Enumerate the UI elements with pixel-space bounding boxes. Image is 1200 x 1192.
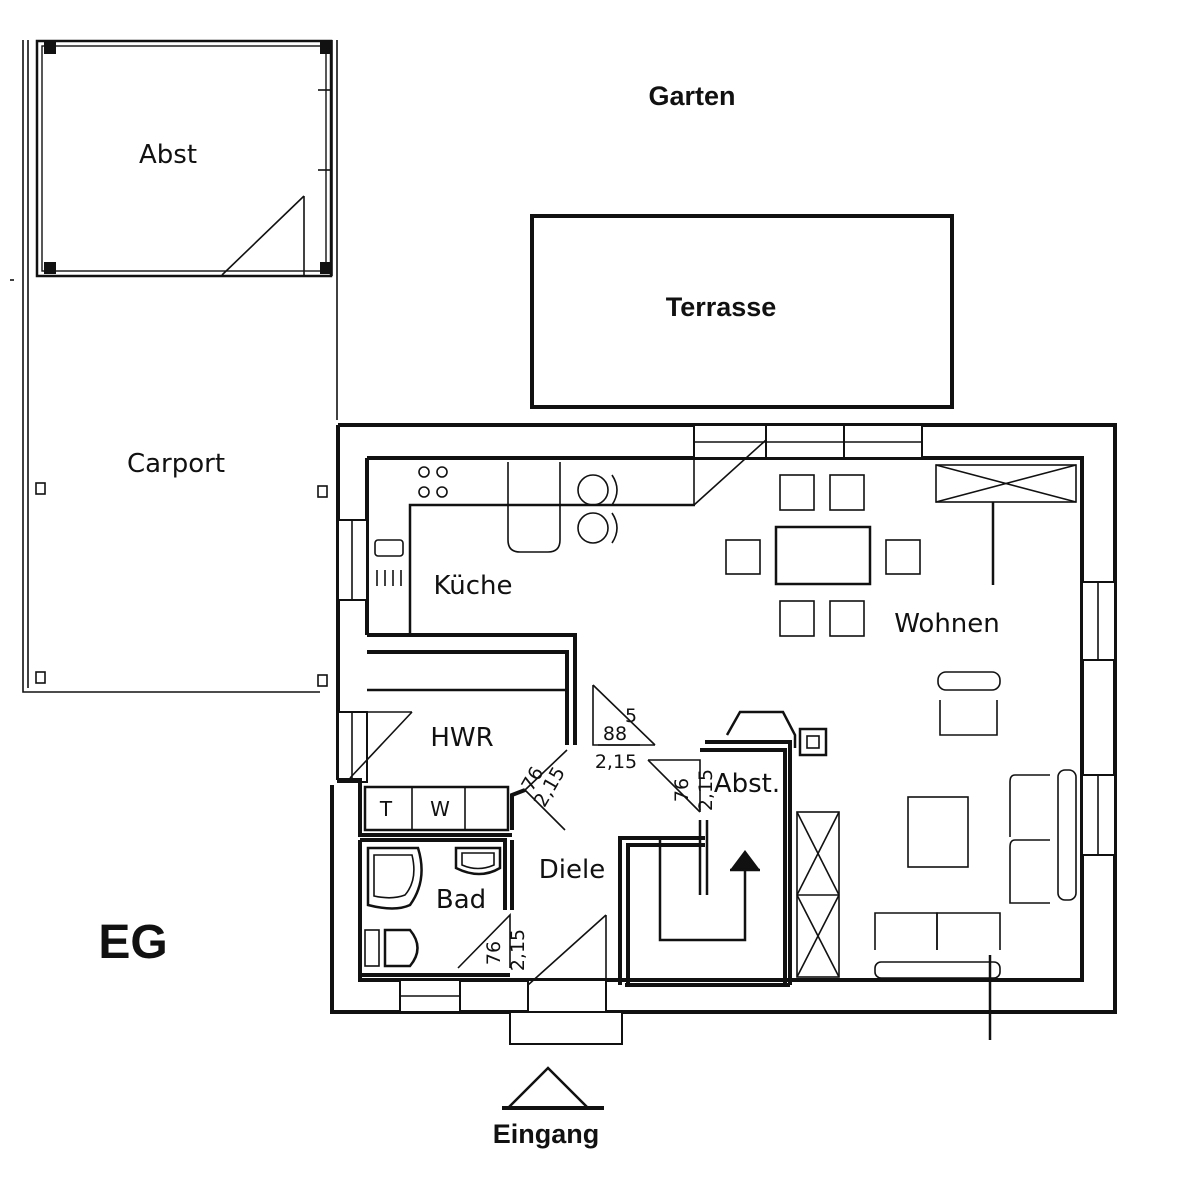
door-bath: 76 2,15 <box>457 913 529 971</box>
door-storage: 76 2,15 <box>647 759 717 813</box>
kitchen-door-width: 88 <box>603 723 627 745</box>
door-entrance <box>527 914 607 986</box>
garden-label: Garten <box>648 81 735 111</box>
bath-door-height: 2,15 <box>507 929 529 971</box>
floor-label: EG <box>98 916 167 969</box>
carport-label: Carport <box>127 449 225 479</box>
living-label: Wohnen <box>894 609 1000 639</box>
hall-label: Diele <box>539 855 605 885</box>
entrance-label: Eingang <box>493 1119 600 1149</box>
washer-label: W <box>430 797 450 821</box>
utility-label: HWR <box>430 723 493 753</box>
bath-label: Bad <box>436 885 486 915</box>
utility-room: T W HWR <box>349 688 567 832</box>
living-room: Wohnen <box>725 464 1077 979</box>
kitchen-label: Küche <box>433 571 512 601</box>
exterior-walls <box>330 423 1117 1045</box>
storage-door-height: 2,15 <box>695 769 717 811</box>
bath-door-width: 76 <box>483 941 505 965</box>
storage-label: Abst. <box>714 769 780 799</box>
kitchen-door-height: 2,15 <box>595 751 637 773</box>
entrance-marker: Eingang <box>493 1066 604 1149</box>
dryer-label: T <box>379 797 393 821</box>
hall: Diele <box>539 820 760 942</box>
door-utility: 76 2,15 <box>517 749 570 831</box>
interior-walls <box>338 633 792 987</box>
carport: Carport <box>10 40 338 693</box>
storage-room: Abst. <box>714 769 780 799</box>
door-kitchen: 88 5 2,15 <box>592 684 656 773</box>
storage-door-width: 76 <box>671 778 693 802</box>
bathroom: Bad <box>364 846 502 968</box>
shed-label: Abst <box>139 140 197 170</box>
terrace-label: Terrasse <box>666 292 777 322</box>
terrace: Terrasse <box>530 214 954 409</box>
shed: Abst <box>35 39 333 278</box>
kitchen: Küche <box>374 462 695 635</box>
kitchen-door-note: 5 <box>625 705 637 727</box>
